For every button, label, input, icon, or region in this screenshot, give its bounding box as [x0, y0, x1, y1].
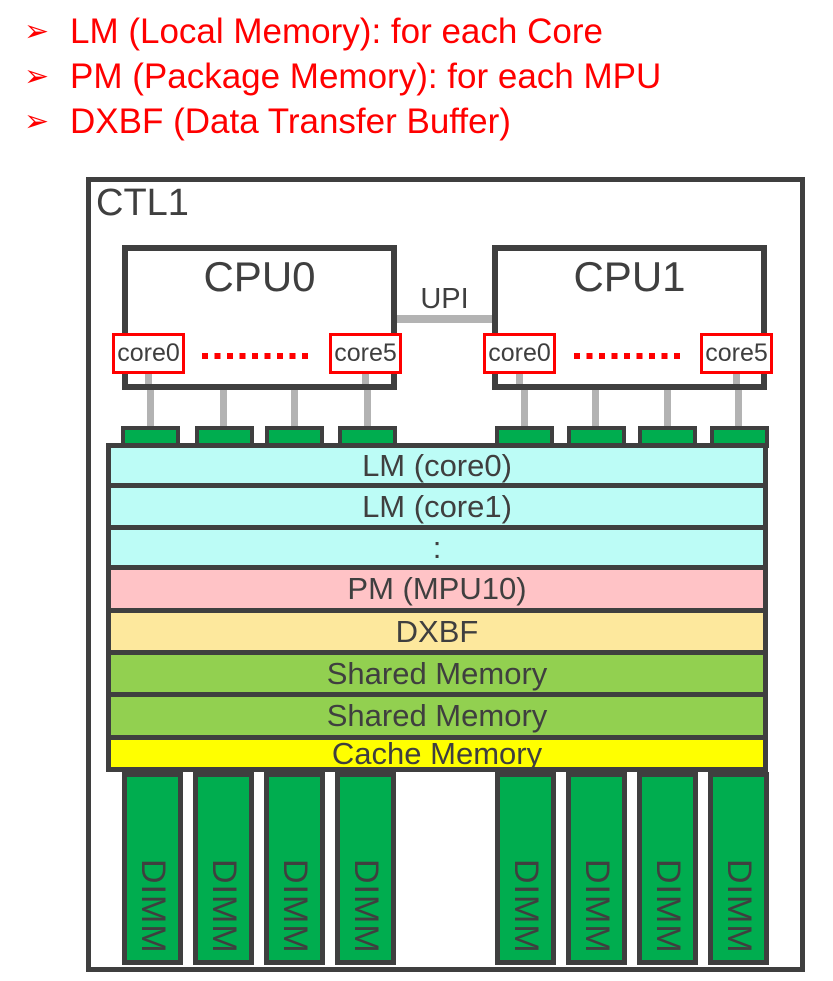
arrow-bullet-icon: ➢	[24, 60, 50, 93]
cpu1-memory-connector-line	[664, 390, 671, 432]
cpu0-memory-connector-line	[364, 390, 371, 432]
dimm-label: DIMM	[134, 859, 172, 954]
dimm-label: DIMM	[276, 859, 314, 954]
cpu1-memory-connector-line	[592, 390, 599, 432]
bullet-list: ➢ LM (Local Memory): for each Core ➢ PM …	[24, 9, 661, 144]
memory-row-pm: PM (MPU10)	[106, 565, 768, 613]
ctl1-label: CTL1	[96, 182, 189, 224]
memory-row-lm-ellipsis: :	[106, 525, 768, 570]
cpu0-core5-box: core5	[329, 333, 402, 374]
bullet-item-dxbf: ➢ DXBF (Data Transfer Buffer)	[24, 99, 661, 144]
core-connector-stub	[516, 373, 523, 384]
core-connector-stub	[362, 373, 369, 384]
cpu1-core0-box: core0	[483, 333, 556, 374]
upi-link-bar	[397, 315, 492, 323]
cpu0-memory-connector-line	[147, 390, 154, 432]
dimm-bar: DIMM	[495, 772, 556, 965]
dimm-bar: DIMM	[193, 772, 254, 965]
arrow-bullet-icon: ➢	[24, 15, 50, 48]
cpu0-label: CPU0	[203, 253, 316, 300]
cpu1-label: CPU1	[573, 253, 686, 300]
cpu0-box: CPU0	[122, 245, 397, 390]
bullet-item-lm: ➢ LM (Local Memory): for each Core	[24, 9, 661, 54]
dimm-bar: DIMM	[122, 772, 183, 965]
bullet-text-dxbf: DXBF (Data Transfer Buffer)	[70, 102, 511, 141]
core-connector-stub	[733, 373, 740, 384]
dimm-bar: DIMM	[264, 772, 325, 965]
dimm-label: DIMM	[720, 859, 758, 954]
core-connector-stub	[145, 373, 152, 384]
cpu1-memory-connector-line	[521, 390, 528, 432]
arrow-bullet-icon: ➢	[24, 105, 50, 138]
memory-row-lm-core1: LM (core1)	[106, 483, 768, 530]
memory-row-cache: Cache Memory	[106, 735, 768, 772]
cpu1-memory-connector-line	[735, 390, 742, 432]
dimm-label: DIMM	[649, 859, 687, 954]
cpu0-core-ellipsis-dots	[202, 353, 314, 359]
dimm-bar: DIMM	[708, 772, 769, 965]
cpu0-memory-connector-line	[291, 390, 298, 432]
cpu1-core-ellipsis-dots	[574, 353, 686, 359]
dimm-label: DIMM	[507, 859, 545, 954]
cpu1-core5-box: core5	[700, 333, 773, 374]
memory-row-lm-core0: LM (core0)	[106, 443, 768, 488]
cpu0-memory-connector-line	[220, 390, 227, 432]
ctl1-container-box	[86, 177, 805, 972]
memory-row-dxbf: DXBF	[106, 608, 768, 655]
dimm-label: DIMM	[578, 859, 616, 954]
upi-label: UPI	[420, 283, 469, 315]
dimm-label: DIMM	[205, 859, 243, 954]
cpu0-core0-box: core0	[112, 333, 185, 374]
bullet-text-pm: PM (Package Memory): for each MPU	[70, 57, 662, 96]
memory-row-shared-2: Shared Memory	[106, 692, 768, 740]
dimm-bar: DIMM	[566, 772, 627, 965]
dimm-bar: DIMM	[637, 772, 698, 965]
memory-row-shared-1: Shared Memory	[106, 650, 768, 697]
bullet-text-lm: LM (Local Memory): for each Core	[70, 12, 603, 51]
bullet-item-pm: ➢ PM (Package Memory): for each MPU	[24, 54, 661, 99]
dimm-bar: DIMM	[335, 772, 396, 965]
dimm-label: DIMM	[347, 859, 385, 954]
